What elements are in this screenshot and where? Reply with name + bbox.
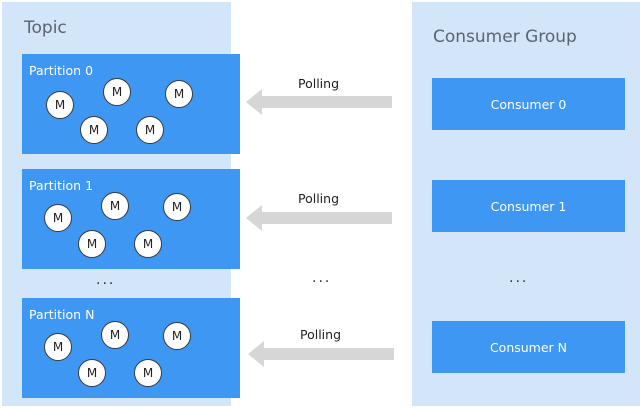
consumer-0: Consumer 0 [432,78,625,130]
message-circle: M [80,116,108,144]
polling-label-n: Polling [300,327,342,342]
partition-n: Partition N M M M M M [22,298,240,398]
topic-title: Topic [24,18,67,38]
message-circle: M [78,230,106,258]
message-circle: M [165,80,193,108]
topic-panel: Topic Partition 0 M M M M M Partition 1 … [2,2,240,406]
partition-label: Partition 1 [29,178,94,193]
consumer-1: Consumer 1 [432,180,625,232]
middle-ellipsis: ... [312,270,332,286]
partition-1: Partition 1 M M M M M [22,169,240,269]
polling-label-1: Polling [298,191,340,206]
partition-label: Partition N [29,307,95,322]
message-circle: M [101,321,129,349]
message-circle: M [78,359,106,387]
message-circle: M [134,359,162,387]
message-circle: M [134,230,162,258]
message-circle: M [44,204,72,232]
message-circle: M [136,116,164,144]
partition-ellipsis: ... [96,272,116,288]
consumer-group-panel: Consumer Group Consumer 0 Consumer 1 ...… [412,2,640,406]
polling-label-0: Polling [298,76,340,91]
message-circle: M [163,322,191,350]
partition-0: Partition 0 M M M M M [22,54,240,154]
consumer-group-title: Consumer Group [433,27,577,47]
polling-arrow-1 [246,205,392,231]
partition-label: Partition 0 [29,63,94,78]
message-circle: M [44,333,72,361]
polling-arrow-0 [246,89,392,115]
consumer-n: Consumer N [432,321,625,373]
message-circle: M [46,91,74,119]
message-circle: M [163,193,191,221]
message-circle: M [101,192,129,220]
message-circle: M [103,78,131,106]
polling-arrow-n [248,341,394,367]
consumer-ellipsis: ... [509,270,529,286]
